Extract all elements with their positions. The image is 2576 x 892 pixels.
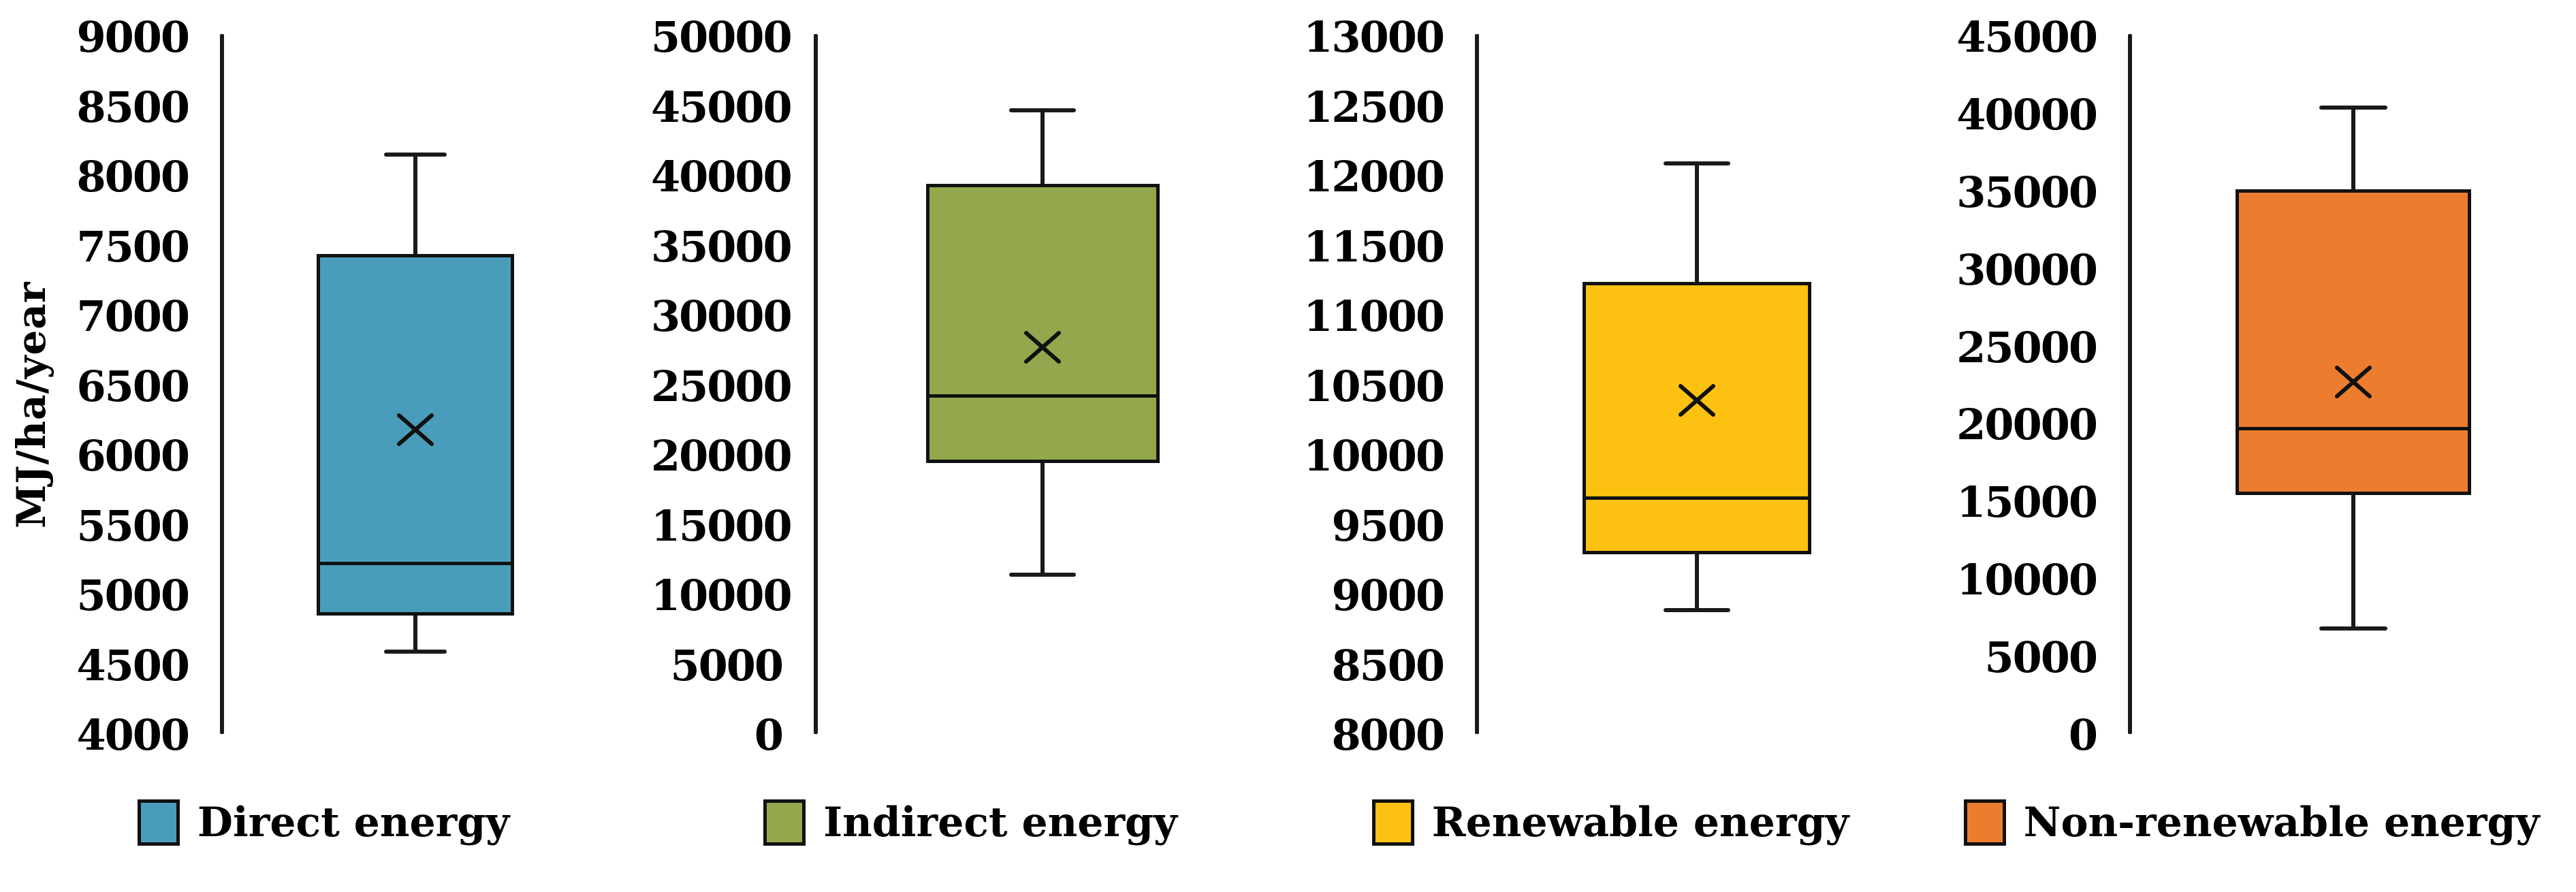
median-line [1583, 496, 1811, 500]
legend-item-renewable-energy: Renewable energy [1294, 782, 1927, 863]
y-tick-label: 8000 [76, 152, 190, 202]
y-tick-label: 13000 [1303, 12, 1445, 62]
y-tick-label: 4000 [76, 710, 190, 760]
y-tick-label: 8000 [1331, 710, 1445, 760]
y-tick-label: 11500 [1303, 221, 1445, 272]
y-tick-label: 10000 [1303, 431, 1445, 481]
boxplot-panel-renewable-energy: 13000 12500 12000 11500 11000 10500 10000 9500 9… [1294, 0, 1927, 892]
y-tick-label: 9000 [76, 12, 190, 62]
y-axis-line [1475, 34, 1479, 734]
boxplot-panel-non-renewable-energy: 45000 40000 35000 30000 25000 20000 15000 10000… [1927, 0, 2576, 892]
median-line [925, 394, 1160, 398]
legend-label: Non-renewable energy [2023, 799, 2540, 846]
mean-x-marker [2334, 364, 2373, 402]
y-tick-label: 5500 [76, 500, 190, 551]
y-tick-label: 5000 [76, 571, 190, 620]
legend-item-indirect-energy: Indirect energy [647, 782, 1294, 863]
whisker-cap-bottom [1664, 607, 1730, 612]
whisker-cap-top [1664, 161, 1730, 165]
y-tick-label: 50000 [651, 12, 793, 62]
y-tick-label: 20000 [1956, 400, 2098, 450]
y-axis-line [814, 34, 818, 734]
box-iqr [2236, 189, 2471, 495]
y-tick-label: 5000 [1984, 633, 2098, 683]
y-tick-label: 9000 [1331, 571, 1445, 620]
y-tick-label: 40000 [651, 152, 793, 202]
y-tick-label: 6500 [76, 361, 190, 411]
y-tick-label: 40000 [1956, 89, 2098, 140]
whisker-cap-top [1009, 108, 1076, 112]
y-tick-label: 35000 [1956, 167, 2098, 217]
y-tick-label: 5000 [670, 640, 784, 690]
y-tick-label: 25000 [1956, 322, 2098, 372]
median-line [2236, 426, 2471, 430]
legend-label: Indirect energy [823, 799, 1177, 846]
legend-swatch [1963, 799, 2006, 846]
y-tick-label: 12000 [1303, 152, 1445, 202]
box-iqr [925, 184, 1160, 464]
legend-swatch [137, 799, 180, 846]
legend-label: Direct energy [197, 799, 510, 846]
y-tick-label: 45000 [1956, 12, 2098, 62]
legend-swatch [1371, 799, 1414, 846]
y-tick-label: 15000 [1956, 477, 2098, 528]
y-tick-label: 7000 [76, 291, 190, 341]
y-tick-label: 10500 [1303, 361, 1445, 411]
mean-x-marker [1677, 383, 1717, 421]
y-tick-label: 0 [2068, 710, 2098, 760]
y-axis-line [220, 34, 224, 734]
whisker-cap-top [2319, 105, 2387, 110]
y-tick-label: 4500 [76, 640, 190, 690]
legend-label: Renewable energy [1431, 799, 1849, 846]
legend-item-non-renewable-energy: Non-renewable energy [1927, 782, 2576, 863]
median-line [317, 562, 514, 566]
y-tick-label: 45000 [651, 82, 793, 132]
boxplot-panel-direct-energy: 9000 8500 8000 7500 7000 6500 6000 5500 5000 4500… [0, 0, 647, 892]
y-tick-label: 11000 [1303, 291, 1445, 341]
y-tick-label: 7500 [76, 221, 190, 272]
y-tick-label: 25000 [651, 361, 793, 411]
y-tick-label: 9500 [1331, 500, 1445, 551]
y-tick-label: 10000 [1956, 555, 2098, 605]
whisker-cap-bottom [384, 650, 447, 654]
y-tick-label: 6000 [76, 431, 190, 481]
y-tick-label: 30000 [651, 291, 793, 341]
y-tick-label: 12500 [1303, 82, 1445, 132]
legend-swatch [763, 799, 806, 846]
y-tick-label: 8500 [1331, 640, 1445, 690]
box-iqr [317, 253, 514, 616]
y-axis-line [2128, 34, 2132, 734]
y-tick-label: 20000 [651, 431, 793, 481]
y-tick-label: 10000 [651, 571, 793, 620]
mean-x-marker [1023, 330, 1062, 368]
legend-item-direct-energy: Direct energy [0, 782, 647, 863]
box-iqr [1583, 281, 1811, 554]
whisker-cap-top [384, 153, 447, 157]
whisker-cap-bottom [2319, 626, 2387, 631]
y-tick-label: 30000 [1956, 244, 2098, 295]
y-tick-label: 8500 [76, 82, 190, 132]
y-tick-label: 0 [754, 710, 784, 760]
y-tick-label: 35000 [651, 221, 793, 272]
y-tick-label: 15000 [651, 500, 793, 551]
whisker-cap-bottom [1009, 573, 1076, 577]
mean-x-marker [396, 412, 435, 450]
